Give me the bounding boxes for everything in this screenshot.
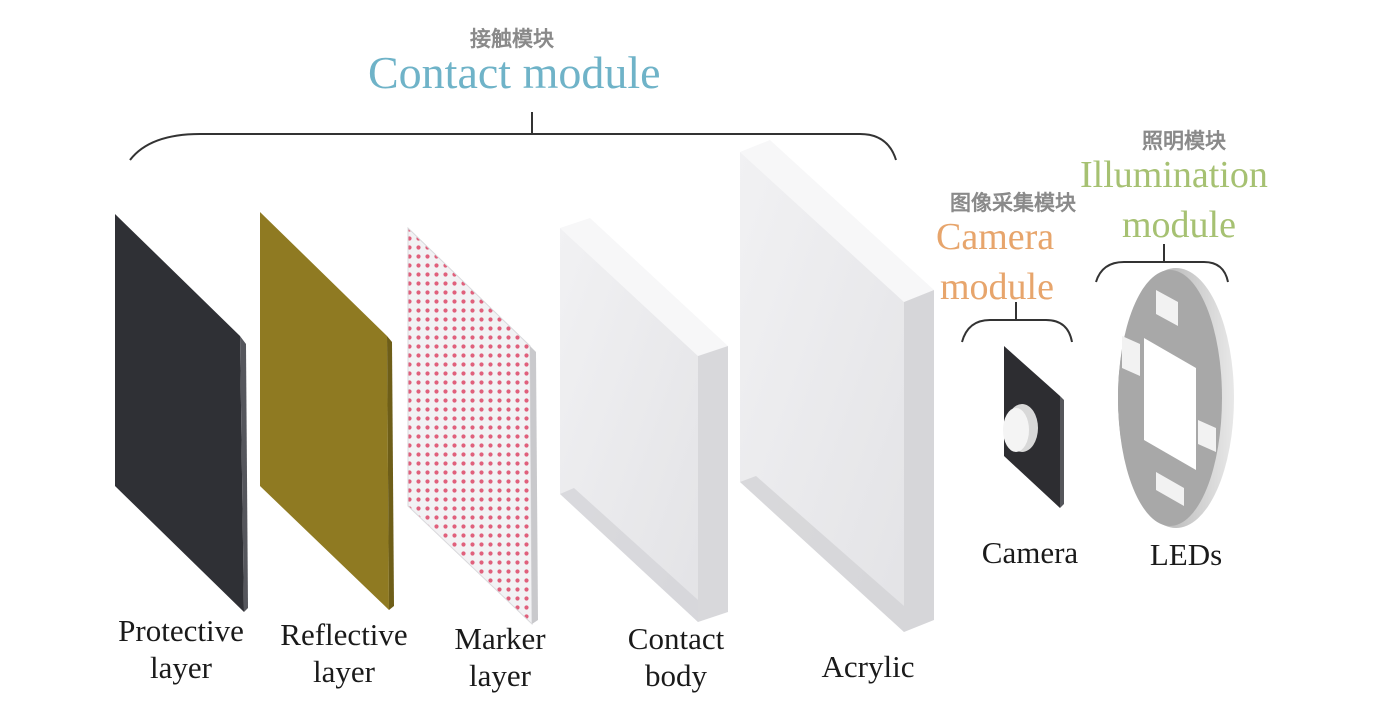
camera-module-title-line1: Camera <box>936 216 1055 258</box>
led-top <box>1156 290 1178 326</box>
led-right <box>1198 420 1216 452</box>
camera-module-brace <box>961 319 1073 343</box>
acrylic-label: Acrylic <box>821 649 915 684</box>
illumination-module-title-line1: Illumination <box>1080 154 1268 196</box>
illumination-module-cn-label: 照明模块 <box>1142 129 1226 153</box>
contact-module-brace <box>129 133 897 161</box>
camera-label: Camera <box>981 535 1079 570</box>
contact-body-label: Contact body <box>627 621 725 694</box>
marker-layer-label: Marker layer <box>454 621 546 694</box>
camera-part <box>1003 346 1064 508</box>
protective-layer-plate <box>115 214 248 612</box>
marker-layer-plate <box>407 226 538 626</box>
contact-module-title: Contact module <box>368 47 661 98</box>
camera-module-title-line2: module <box>940 266 1054 308</box>
contact-body-block <box>560 218 728 622</box>
camera-module-cn-label: 图像采集模块 <box>950 191 1076 215</box>
led-ring <box>1118 268 1234 528</box>
led-left <box>1122 336 1140 376</box>
leds-label: LEDs <box>1149 537 1223 572</box>
illumination-module-title-line2: module <box>1122 204 1236 246</box>
reflective-layer-plate <box>260 212 394 610</box>
acrylic-block <box>740 140 934 632</box>
contact-module-cn-label: 接触模块 <box>470 27 554 51</box>
reflective-layer-label: Reflective layer <box>280 617 408 690</box>
protective-layer-label: Protective layer <box>118 613 244 686</box>
led-bottom <box>1156 472 1184 506</box>
